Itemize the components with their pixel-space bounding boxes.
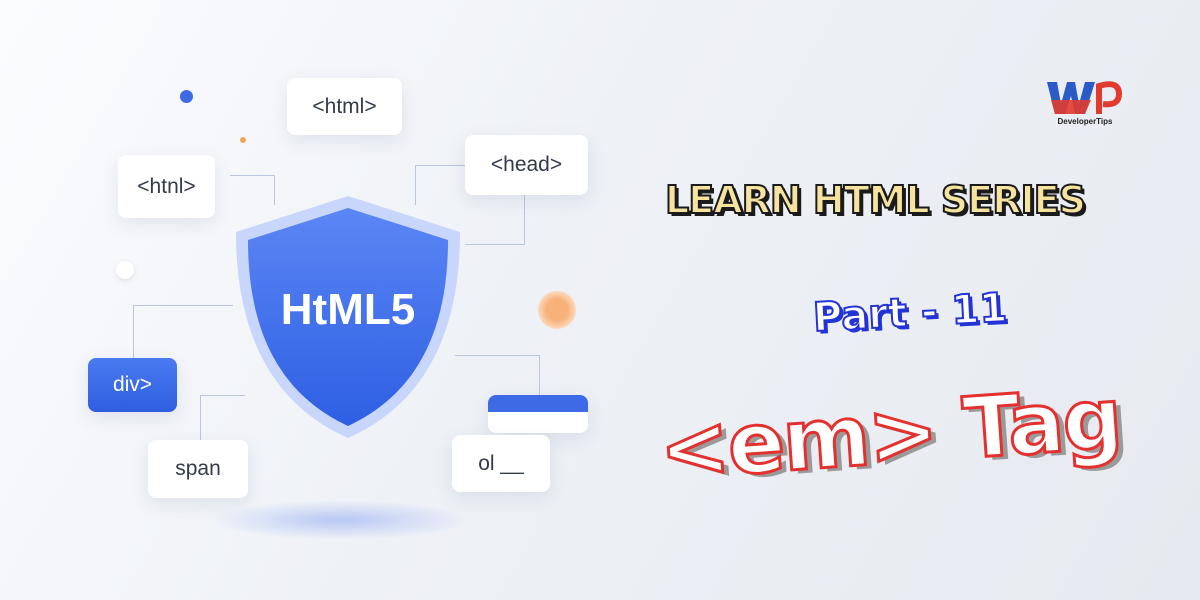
orange-circle [538,291,576,329]
div-tag-card: div> [88,358,177,412]
html-tag-card-left: <htnl> [118,155,215,218]
html-tag-card: <html> [287,78,402,135]
connector-line [133,305,233,360]
connector-line [455,355,540,395]
white-dot [116,261,134,279]
svg-text:DeveloperTips: DeveloperTips [1058,117,1114,126]
card-label: <html> [312,94,377,118]
shield-label: HtML5 [280,285,416,334]
span-tag-card: span [148,440,248,498]
card-label: <htnl> [137,174,196,198]
connector-line [415,165,465,205]
shield-icon [236,196,460,438]
ol-tag-card: ol __ [452,435,550,492]
card-label: <head> [490,153,563,176]
part-number: Part - 11 [811,284,1009,342]
card-label: span [175,457,221,480]
series-title: LEARN HTML SERIES [664,177,1087,223]
head-tag-card: <head> [465,135,588,195]
blue-dot [180,90,193,103]
card-label: ol __ [478,451,524,475]
topic-title: <em> Tag [655,368,1126,501]
connector-line [465,195,525,245]
wp-logo: DeveloperTips [1047,81,1123,126]
orange-dot [240,137,246,143]
connector-line [230,175,275,205]
blue-bar-card [488,395,588,433]
card-label: div> [112,373,153,396]
shield-glow [210,500,470,540]
connector-line [200,395,245,440]
